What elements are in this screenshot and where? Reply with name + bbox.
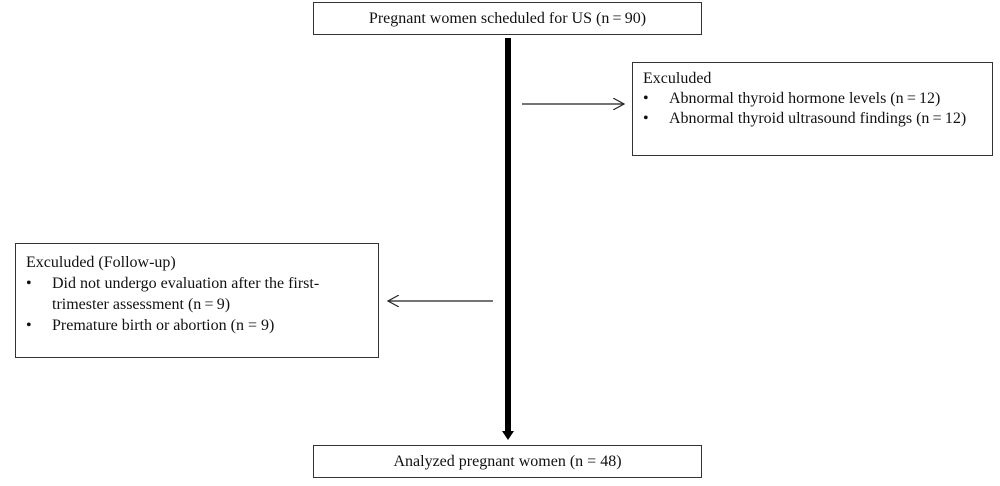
list-item: • Abnormal thyroid ultrasound findings (… <box>643 109 984 129</box>
analyzed-text: Analyzed pregnant women (n = 48) <box>393 452 622 470</box>
exclusion-left-list: • Did not undergo evaluation after the f… <box>26 273 370 336</box>
list-item-text: Premature birth or abortion (n = 9) <box>52 317 275 334</box>
exclusion-left-heading: Exculuded (Follow-up) <box>26 254 176 271</box>
bullet-icon: • <box>643 110 649 127</box>
list-item-text: Did not undergo evaluation after the fir… <box>52 275 320 313</box>
exclusion-right-list: • Abnormal thyroid hormone levels (n = 1… <box>643 89 984 129</box>
list-item-text: Abnormal thyroid ultrasound findings (n … <box>669 110 967 127</box>
list-item: • Abnormal thyroid hormone levels (n = 1… <box>643 89 984 109</box>
list-item-text: Abnormal thyroid hormone levels (n = 12) <box>669 90 941 107</box>
enrollment-text: Pregnant women scheduled for US (n = 90) <box>368 9 647 27</box>
main-flow-arrowhead <box>502 431 514 440</box>
bullet-icon: • <box>643 90 649 107</box>
list-item: • Did not undergo evaluation after the f… <box>26 273 370 315</box>
enrollment-box: Pregnant women scheduled for US (n = 90) <box>313 2 702 35</box>
exclusion-box-right: Exculuded • Abnormal thyroid hormone lev… <box>632 62 993 156</box>
exclusion-box-left: Exculuded (Follow-up) • Did not undergo … <box>15 243 379 358</box>
list-item: • Premature birth or abortion (n = 9) <box>26 315 370 336</box>
exclusion-right-heading: Exculuded <box>643 70 712 87</box>
bullet-icon: • <box>26 275 32 292</box>
analyzed-box: Analyzed pregnant women (n = 48) <box>313 445 702 478</box>
bullet-icon: • <box>26 317 32 334</box>
